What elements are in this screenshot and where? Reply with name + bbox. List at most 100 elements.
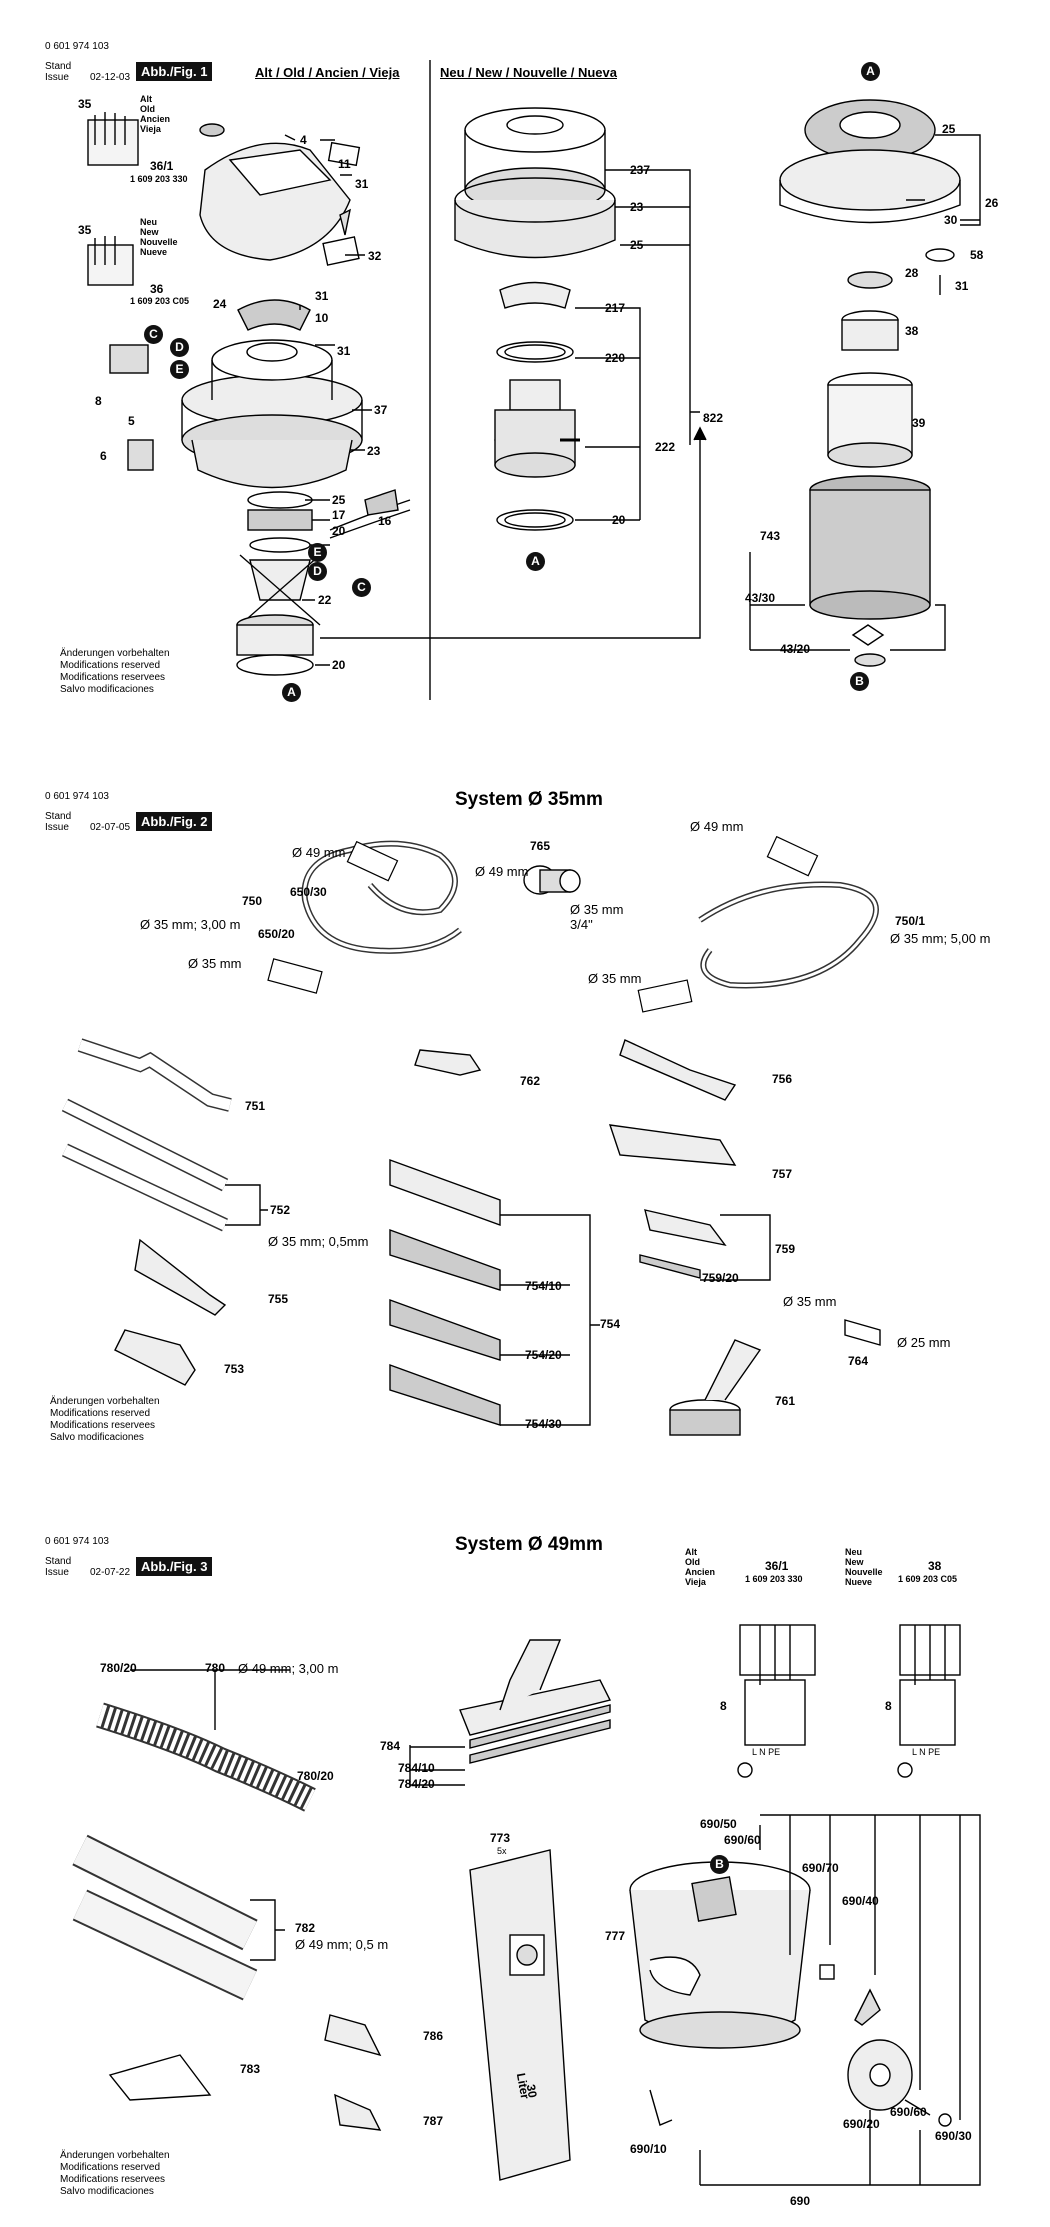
part-number: 25 (332, 493, 346, 507)
dimension-label: Ø 35 mm (588, 971, 642, 986)
part-number: 32 (368, 249, 382, 263)
old-word: Vieja (685, 1577, 706, 1587)
part-number: 690/10 (630, 2142, 667, 2156)
notes-block: Änderungen vorbehalten Modifications res… (50, 1396, 160, 1444)
motor-head-new (454, 107, 616, 259)
nozzle-753 (114, 1329, 196, 1386)
part-number: 26 (985, 196, 999, 210)
note-line: Modifications reservees (50, 1420, 156, 1431)
order-number: 1 609 203 C05 (130, 296, 190, 306)
issue-date: 02-07-05 (90, 822, 131, 833)
fig-label: Abb./Fig. 1 (136, 62, 213, 81)
floor-nozzle-754 (389, 1159, 501, 1226)
issue-date: 02-07-22 (90, 1567, 131, 1578)
part-number: 743 (760, 529, 781, 543)
part-number: 23 (367, 444, 381, 458)
new-word: Nueve (845, 1577, 873, 1587)
part-number: 10 (315, 311, 329, 325)
part-number: 37 (374, 403, 388, 417)
adapter-787 (334, 2093, 382, 2131)
part-number: 11 (338, 157, 351, 171)
fig-label: Abb./Fig. 2 (136, 812, 213, 831)
part-number: 6 (100, 449, 107, 463)
part-number: 822 (703, 411, 724, 425)
nozzle-762 (414, 1049, 482, 1076)
wheel-690-20 (847, 2039, 913, 2111)
part-number: 754/20 (525, 1348, 562, 1362)
part-number: 754 (600, 1317, 621, 1331)
hose-750 (267, 840, 462, 994)
part-number: 777 (605, 1929, 626, 1943)
part-number: 755 (268, 1292, 289, 1306)
terminal-labels: L N PE (752, 1747, 781, 1757)
nozzle-783 (108, 2054, 212, 2101)
cartridge-filter-743 (809, 475, 931, 620)
ref-circle-a: A (282, 683, 301, 702)
part-number: 690/60 (724, 1833, 761, 1847)
label-plate-32 (322, 236, 360, 266)
motor-head-old (181, 339, 363, 489)
note-line: Modifications reservees (60, 672, 166, 683)
ref-circle-a: A (526, 552, 545, 571)
ref-circle-d: D (170, 338, 189, 357)
tubes-752 (61, 1098, 229, 1232)
note-line: Salvo modificaciones (60, 684, 154, 695)
header-old: Alt / Old / Ancien / Vieja (255, 65, 400, 80)
part-number: 784/10 (398, 1761, 435, 1775)
part-number: 650/30 (290, 885, 327, 899)
floor-nozzle-784 (459, 1639, 612, 1764)
old-word: Old (685, 1557, 700, 1567)
part-number: 220 (605, 351, 626, 365)
part-number: 750 (242, 894, 263, 908)
part-number: 754/30 (525, 1417, 562, 1431)
issue-label: Issue (45, 1567, 69, 1578)
notes-block: Änderungen vorbehalten Modifications res… (60, 648, 170, 696)
part-number: 690/20 (843, 2117, 880, 2131)
quantity-label: 5x (497, 1846, 507, 1856)
filter-head-right (779, 99, 961, 224)
old-word: Vieja (140, 124, 161, 134)
part-number: 757 (772, 1167, 793, 1181)
switch-8 (109, 344, 149, 374)
terminal-labels: L N PE (912, 1747, 941, 1757)
fig-label: Abb./Fig. 3 (136, 1557, 213, 1576)
filter-bag-43-30 (851, 624, 885, 646)
part-number: 8 (720, 1699, 727, 1713)
part-number: 764 (848, 1354, 869, 1368)
cage-38 (841, 310, 899, 351)
part-number: 36/1 (765, 1559, 789, 1573)
system-title: System Ø 35mm (455, 789, 603, 810)
hose-750-1 (637, 835, 879, 1013)
old-word: Alt (685, 1547, 697, 1557)
part-number: 35 (78, 223, 92, 237)
washer-58 (925, 248, 955, 262)
part-number: 31 (355, 177, 369, 191)
part-number: 751 (245, 1099, 266, 1113)
part-number: 780 (205, 1661, 226, 1675)
container-690 (629, 1861, 811, 2049)
part-number: 786 (423, 2029, 444, 2043)
part-number: 783 (240, 2062, 261, 2076)
ring-20b (236, 654, 314, 676)
disc-28 (847, 271, 893, 289)
switch-5 (127, 439, 154, 471)
strip-759-20 (639, 1254, 701, 1279)
doc-number: 0 601 974 103 (45, 1536, 109, 1547)
part-number: 8 (885, 1699, 892, 1713)
note-line: Änderungen vorbehalten (60, 648, 170, 659)
part-number: 31 (337, 344, 351, 358)
part-number: 39 (912, 416, 926, 430)
new-word: New (845, 1557, 864, 1567)
screw-690-30 (904, 2099, 931, 2116)
doc-number: 0 601 974 103 (45, 791, 109, 802)
note-line: Modifications reserved (50, 1408, 151, 1419)
dimension-label: Ø 49 mm; 0,5 m (295, 1937, 389, 1952)
part-number: 20 (332, 524, 346, 538)
ref-circle-a: A (861, 62, 880, 81)
part-number: 690/70 (802, 1861, 839, 1875)
nozzle-786 (324, 2014, 382, 2057)
nozzle-754-20 (389, 1299, 501, 1361)
part-number: 650/20 (258, 927, 295, 941)
part-number: 237 (630, 163, 651, 177)
